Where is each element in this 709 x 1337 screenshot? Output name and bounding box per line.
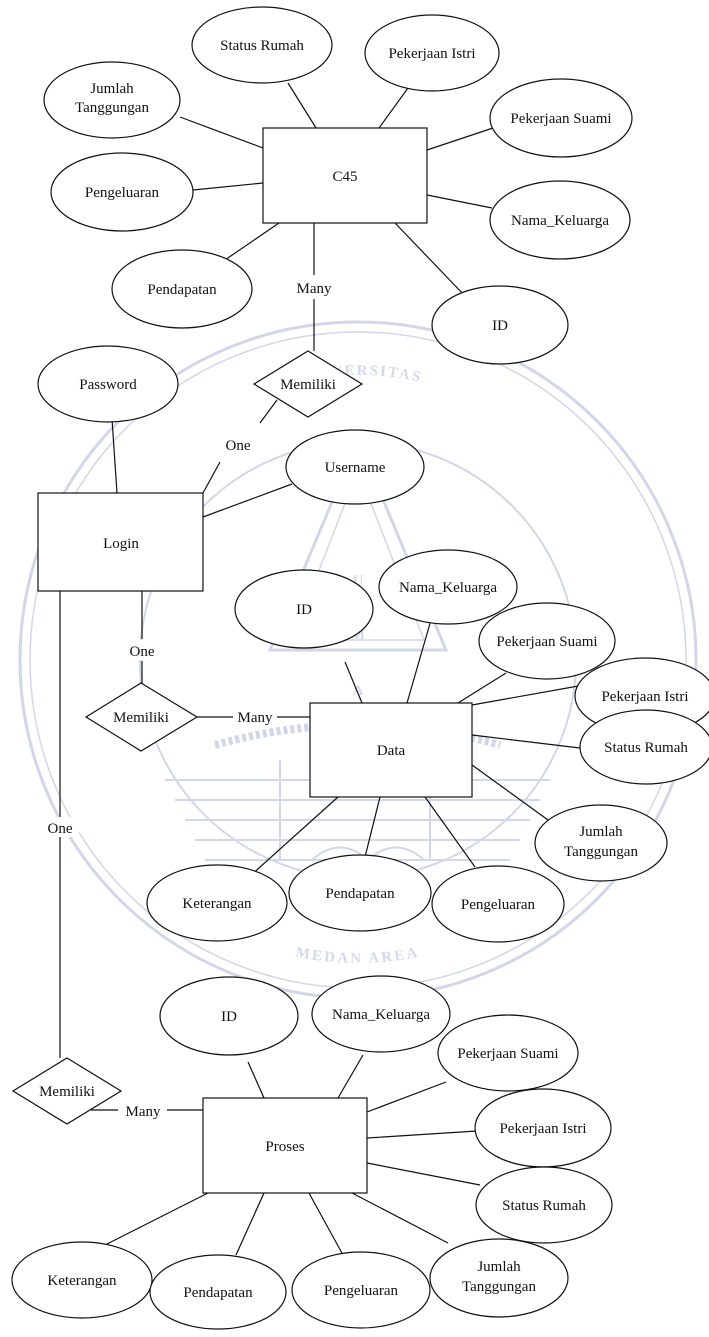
- cardinality-login-one-data: One: [130, 644, 155, 660]
- attribute-proses-pekerjaan-istri[interactable]: Pekerjaan Istri: [474, 1088, 612, 1168]
- attribute-data-status-rumah[interactable]: Status Rumah: [579, 709, 709, 785]
- attribute-proses-id[interactable]: ID: [159, 976, 299, 1056]
- attribute-c45-pekerjaan-suami[interactable]: Pekerjaan Suami: [489, 78, 633, 158]
- attribute-label: Nama_Keluarga: [332, 1007, 430, 1023]
- attribute-c45-id[interactable]: ID: [431, 285, 569, 365]
- attribute-label: Nama_Keluarga: [511, 213, 609, 229]
- watermark-letter-a: A: [353, 683, 364, 699]
- attribute-proses-status-rumah[interactable]: Status Rumah: [475, 1166, 613, 1244]
- attribute-label: Username: [325, 460, 386, 476]
- attribute-label-line1: Jumlah: [90, 81, 134, 97]
- watermark-bottom-text: MEDAN AREA: [294, 945, 420, 967]
- attribute-label-line2: Tanggungan: [462, 1279, 536, 1295]
- attribute-login-password[interactable]: Password: [37, 345, 179, 423]
- connectors: [59, 82, 585, 1256]
- attribute-label-line1: Jumlah: [477, 1259, 521, 1275]
- attribute-label: Nama_Keluarga: [399, 580, 497, 596]
- attribute-label: Password: [79, 377, 137, 393]
- attribute-proses-keterangan[interactable]: Keterangan: [11, 1241, 153, 1319]
- relationship-c45-login[interactable]: Memiliki: [252, 350, 364, 418]
- attribute-proses-jumlah-tanggungan[interactable]: Jumlah Tanggungan: [429, 1238, 569, 1318]
- cardinalities: Many One One Many One Many: [41, 276, 340, 1120]
- attribute-label: Pekerjaan Istri: [388, 46, 475, 62]
- attribute-label-line1: Jumlah: [579, 824, 623, 840]
- attribute-label: ID: [296, 602, 312, 618]
- attribute-proses-nama-keluarga[interactable]: Nama_Keluarga: [311, 975, 451, 1053]
- attribute-data-keterangan[interactable]: Keterangan: [146, 864, 288, 942]
- cardinality-data-many: Many: [238, 710, 273, 726]
- attribute-label: Keterangan: [182, 896, 252, 912]
- relationship-login-proses[interactable]: Memiliki: [11, 1057, 123, 1125]
- entity-c45[interactable]: C45: [262, 127, 428, 224]
- attribute-label: Pengeluaran: [324, 1283, 399, 1299]
- attribute-data-id[interactable]: ID: [234, 569, 374, 649]
- attribute-proses-pendapatan[interactable]: Pendapatan: [149, 1254, 287, 1330]
- attribute-data-pendapatan[interactable]: Pendapatan: [288, 854, 432, 932]
- attribute-label: Pendapatan: [147, 282, 217, 298]
- attribute-label: Pekerjaan Istri: [601, 689, 688, 705]
- relationship-c45-login-label: Memiliki: [280, 377, 336, 393]
- attribute-label: Pekerjaan Suami: [510, 111, 611, 127]
- relationship-login-proses-label: Memiliki: [39, 1084, 95, 1100]
- relationship-login-data[interactable]: Memiliki: [84, 682, 199, 752]
- entity-proses[interactable]: Proses: [202, 1097, 368, 1194]
- attribute-proses-pekerjaan-suami[interactable]: Pekerjaan Suami: [437, 1014, 579, 1092]
- attribute-label: Status Rumah: [604, 740, 688, 756]
- attribute-label: Pendapatan: [325, 886, 395, 902]
- attribute-proses-pengeluaran[interactable]: Pengeluaran: [291, 1251, 431, 1329]
- watermark-letter-u: U: [353, 573, 364, 589]
- attribute-label: Pekerjaan Suami: [457, 1046, 558, 1062]
- attribute-label: Keterangan: [47, 1273, 117, 1289]
- entity-c45-label: C45: [332, 169, 357, 185]
- attribute-label: ID: [221, 1009, 237, 1025]
- entity-proses-label: Proses: [265, 1139, 304, 1155]
- attribute-data-pekerjaan-suami[interactable]: Pekerjaan Suami: [478, 602, 616, 680]
- attribute-c45-jumlah-tanggungan[interactable]: Jumlah Tanggungan: [43, 61, 181, 139]
- attribute-c45-status-rumah[interactable]: Status Rumah: [191, 6, 333, 84]
- attribute-c45-pengeluaran[interactable]: Pengeluaran: [50, 152, 194, 232]
- attribute-data-nama-keluarga[interactable]: Nama_Keluarga: [378, 549, 518, 625]
- entity-login[interactable]: Login: [37, 492, 204, 592]
- attribute-c45-nama-keluarga[interactable]: Nama_Keluarga: [489, 180, 631, 260]
- attribute-login-username[interactable]: Username: [285, 429, 425, 505]
- attribute-label: Status Rumah: [502, 1198, 586, 1214]
- attribute-label-line2: Tanggungan: [564, 844, 638, 860]
- attribute-data-jumlah-tanggungan[interactable]: Jumlah Tanggungan: [534, 804, 668, 882]
- relationship-login-data-label: Memiliki: [113, 710, 169, 726]
- attribute-label: Pekerjaan Istri: [499, 1121, 586, 1137]
- attribute-data-pengeluaran[interactable]: Pengeluaran: [431, 865, 565, 943]
- attribute-c45-pekerjaan-istri[interactable]: Pekerjaan Istri: [364, 14, 500, 92]
- attribute-label: Pengeluaran: [461, 897, 536, 913]
- entity-data-label: Data: [377, 743, 406, 759]
- attribute-label: Pekerjaan Suami: [496, 634, 597, 650]
- entity-login-label: Login: [103, 536, 139, 552]
- cardinality-proses-many: Many: [126, 1104, 161, 1120]
- attribute-label: Status Rumah: [220, 38, 304, 54]
- attribute-c45-pendapatan[interactable]: Pendapatan: [111, 249, 253, 329]
- attribute-label: Pengeluaran: [85, 185, 160, 201]
- cardinality-login-one-c45: One: [226, 438, 251, 454]
- attribute-label: Pendapatan: [183, 1285, 253, 1301]
- attribute-label: ID: [492, 318, 508, 334]
- entity-data[interactable]: Data: [309, 702, 473, 798]
- cardinality-c45-many: Many: [297, 281, 332, 297]
- attribute-label-line2: Tanggungan: [75, 100, 149, 116]
- cardinality-login-one-proses: One: [48, 821, 73, 837]
